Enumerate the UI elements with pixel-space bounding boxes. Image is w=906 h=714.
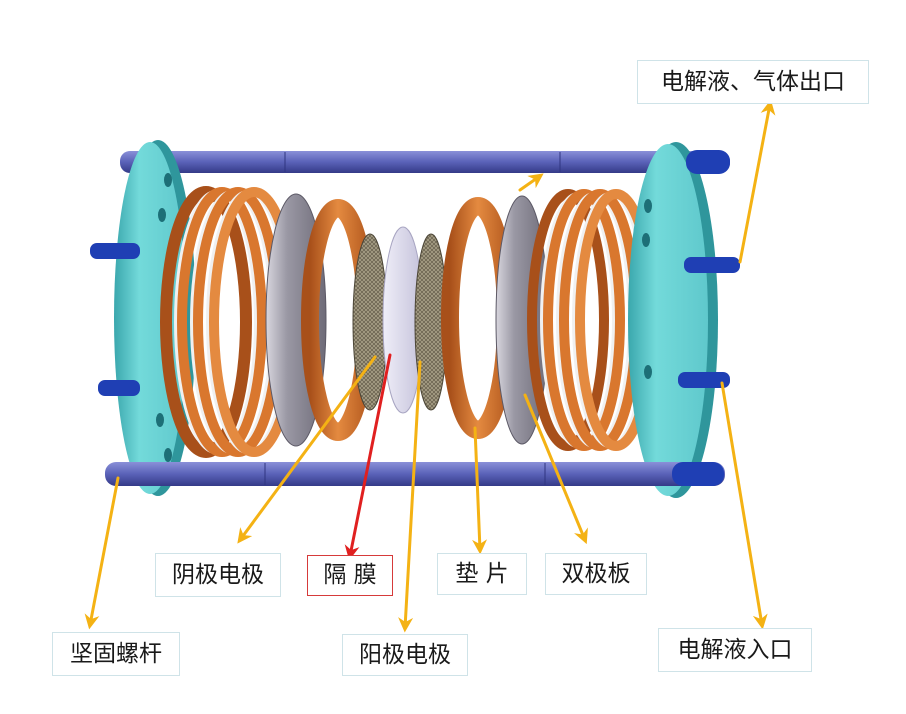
- tie-rod-label: 坚固螺杆: [52, 632, 180, 676]
- anode-arrow: [398, 360, 422, 633]
- bipolar-plate-label: 双极板: [545, 553, 647, 595]
- inner-outlet-arrow: [518, 173, 544, 192]
- pointer-arrows: [84, 99, 776, 633]
- left-gasket-stack: [160, 186, 299, 458]
- gasket-arrow: [472, 426, 488, 555]
- tie-rod-arrow: [84, 476, 120, 630]
- cathode-arrow: [237, 355, 377, 544]
- outlet-label: 电解液、气体出口: [637, 60, 869, 104]
- membrane-label: 隔 膜: [307, 555, 393, 596]
- inlet-arrow: [720, 381, 768, 630]
- cathode-label: 阴极电极: [155, 553, 281, 597]
- cathode-mesh: [352, 233, 388, 411]
- outlet-arrow: [738, 99, 776, 264]
- membrane-arrow: [344, 353, 392, 561]
- right-end-plate: [628, 142, 718, 498]
- right-ports: [672, 150, 740, 486]
- left-ports: [90, 243, 140, 396]
- gasket-label: 垫 片: [437, 553, 527, 595]
- tie-rods-back: [120, 151, 730, 173]
- anode-label: 阳极电极: [342, 634, 468, 676]
- bipolar-arrow: [523, 393, 588, 545]
- inlet-label: 电解液入口: [658, 628, 812, 672]
